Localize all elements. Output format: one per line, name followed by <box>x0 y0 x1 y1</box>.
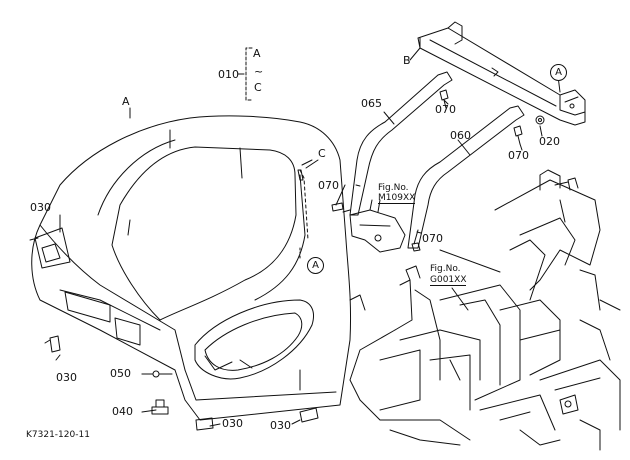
part-070-label-bottom: 070 <box>422 232 443 245</box>
stay-rod-065 <box>342 71 453 216</box>
circle-ref-a-bracket: A <box>550 64 567 81</box>
ref-b-label: B <box>403 54 411 67</box>
hood-panel <box>29 115 352 431</box>
bolts <box>331 89 545 252</box>
part-040-label: 040 <box>112 405 133 418</box>
pin-c <box>297 159 313 181</box>
part-070-label-left: 070 <box>318 179 339 192</box>
part-050-label: 050 <box>110 367 131 380</box>
ref-a-label: A <box>122 95 130 108</box>
drawing-code: K7321-120-11 <box>26 430 90 440</box>
stay-bracket <box>417 21 586 126</box>
group-to-label: C <box>254 81 262 94</box>
group-number-label: 010 <box>218 68 239 81</box>
group-bracket-010 <box>237 47 253 101</box>
chassis-frame <box>349 169 621 451</box>
part-070-label-right: 070 <box>508 149 529 162</box>
circle-ref-a-hood: A <box>307 257 324 274</box>
part-030-label-bottom-left: 030 <box>222 417 243 430</box>
stay-rod-060 <box>407 105 525 249</box>
group-tilde-label: ~ <box>254 65 264 78</box>
group-from-label: A <box>253 47 261 60</box>
part-030-label-left-bottom: 030 <box>56 371 77 384</box>
hood-leaders <box>55 107 319 427</box>
part-070-label-top: 070 <box>435 103 456 116</box>
fig-ref-2-label: Fig.No. <box>430 264 461 274</box>
part-030-label-left-top: 030 <box>30 201 51 214</box>
part-030-label-bottom-right: 030 <box>270 419 291 432</box>
stay-leaders <box>335 47 561 311</box>
part-065-label: 065 <box>361 97 382 110</box>
fig-ref-2-code: G001XX <box>430 275 467 286</box>
fig-ref-1-label: Fig.No. <box>378 183 409 193</box>
ref-c-label: C <box>318 147 326 160</box>
part-020-label: 020 <box>539 135 560 148</box>
fig-ref-1-code: M109XX <box>378 193 416 204</box>
hinge-bracket <box>349 199 406 253</box>
part-060-label: 060 <box>450 129 471 142</box>
